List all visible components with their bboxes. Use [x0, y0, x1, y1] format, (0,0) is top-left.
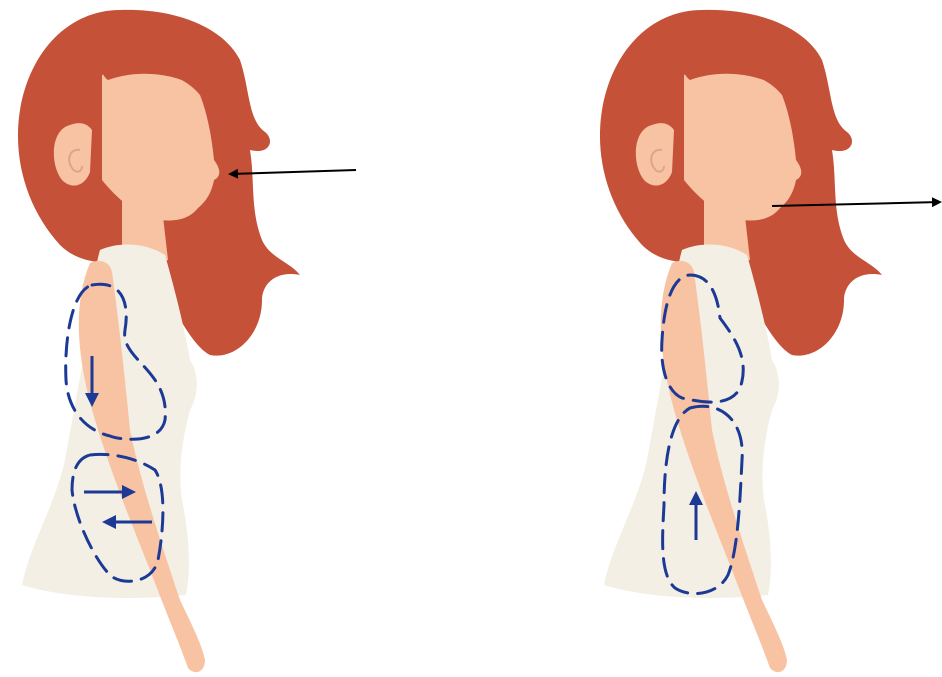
right-figure: [600, 10, 940, 672]
left-figure: [18, 10, 356, 672]
woman-figure-icon: [18, 10, 300, 672]
woman-figure-icon: [600, 10, 882, 672]
